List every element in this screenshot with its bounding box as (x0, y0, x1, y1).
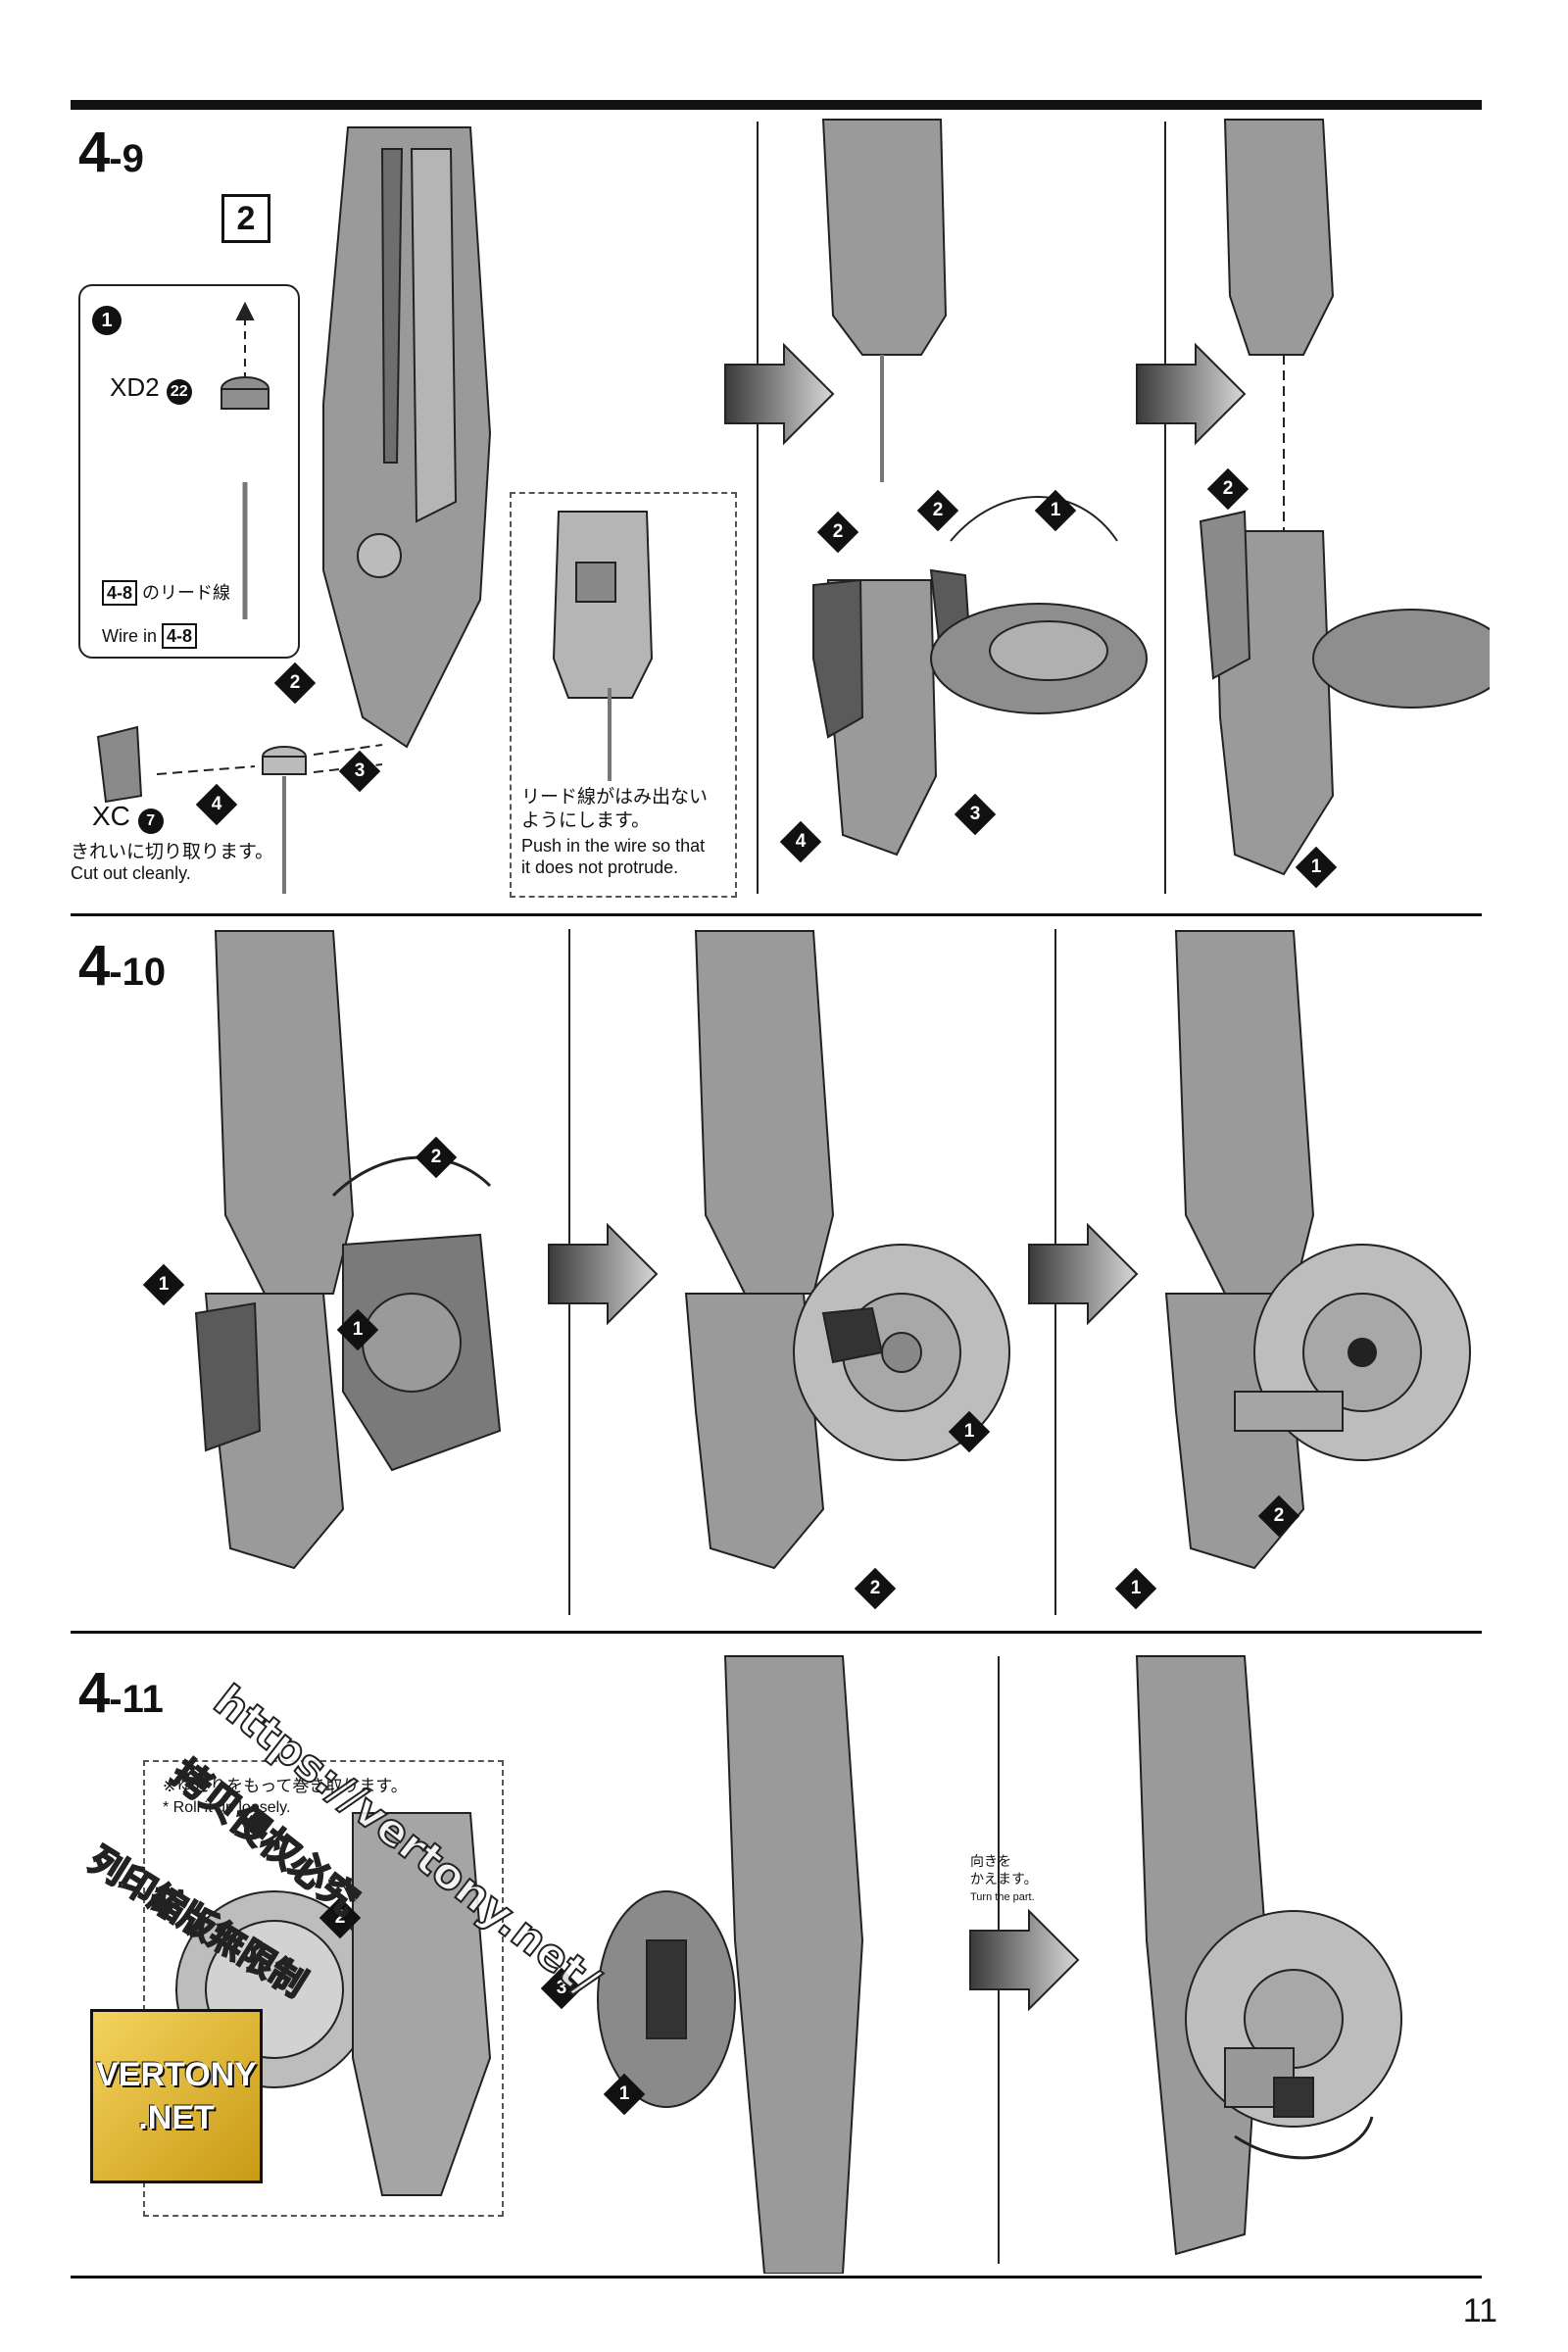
blade-part (597, 1655, 864, 2274)
assembly-illustration-4-9 (96, 119, 1490, 894)
xc-part (96, 725, 143, 804)
step-badge: 2 (273, 662, 317, 705)
turn-note-jp-2: かえます。 (970, 1872, 1038, 1887)
step-badge: 4 (779, 820, 822, 863)
roll-note-jp: ※ゆとりをもって巻き取ります。 (163, 1777, 408, 1796)
roll-note-en: * Roll it up loosely. (163, 1799, 291, 1816)
assembly-illustration-4-11 (175, 1655, 1402, 2274)
step-badge: 2 (1206, 467, 1250, 511)
step-badge: 1 (142, 1263, 185, 1306)
section-divider (71, 913, 1482, 916)
flow-arrow (1028, 1222, 1139, 1326)
flow-arrow (724, 342, 835, 446)
step-badge: 3 (540, 1967, 583, 2010)
blade-part (812, 119, 1148, 857)
step-badge: 1 (948, 1410, 991, 1453)
step-label-4-9: 4-9 (78, 121, 144, 184)
step-badge: 2 (916, 489, 959, 532)
step-badge: 1 (1034, 489, 1077, 532)
blade-part (322, 126, 492, 749)
flow-arrow (548, 1222, 659, 1326)
step-badge: 4 (195, 783, 238, 826)
wire-ref-en: Wire in 4-8 (102, 623, 198, 649)
cut-note-en: Cut out cleanly. (71, 863, 191, 883)
top-rule (71, 100, 1482, 110)
assembly-illustration-4-10 (194, 930, 1471, 1570)
wire-note-en-1: Push in the wire so that (521, 836, 706, 856)
step-badge: 3 (954, 793, 997, 836)
flow-arrow (1136, 342, 1247, 446)
step-badge: 1 (336, 1308, 379, 1351)
xd2-part (220, 301, 270, 619)
watermark-logo: VERTONY .NET (90, 2009, 263, 2183)
blade-part (1164, 930, 1471, 1570)
flow-arrow (969, 1908, 1080, 2012)
step-badge: 1 (1295, 846, 1338, 889)
wire-note-jp-1: リード線がはみ出ない (521, 786, 709, 808)
step-label-4-10: 4-10 (78, 934, 167, 998)
page-number: 11 (1462, 2292, 1497, 2329)
part-box-number: 2 (221, 194, 270, 243)
rotate-arrow (950, 496, 1118, 542)
step-badge: 3 (338, 750, 381, 793)
step-badge: 2 (816, 511, 859, 554)
bottom-rule (71, 2276, 1482, 2278)
step-badge: 2 (1257, 1494, 1300, 1538)
blade-part (1135, 1655, 1402, 2256)
small-part-assembly (156, 744, 383, 894)
step-label-4-11: 4-11 (78, 1661, 164, 1725)
callout-step-number: 1 (92, 306, 122, 335)
wire-note-en-2: it does not protrude. (521, 858, 679, 877)
turn-note-jp-1: 向きを (970, 1854, 1011, 1870)
wire-ref-jp: 4-8 のリード線 (102, 580, 230, 606)
rotate-arrow (1234, 2116, 1374, 2160)
blade-part (194, 930, 502, 1570)
wire-note-jp-2: ようにします。 (521, 809, 651, 831)
panel-divider (757, 122, 759, 894)
step-badge: 1 (603, 2073, 646, 2116)
step-badge: 2 (854, 1567, 897, 1610)
rotate-arrow (331, 1155, 492, 1198)
blade-part (684, 930, 1010, 1570)
xd2-part-label: XD2 22 (110, 374, 192, 405)
section-divider (71, 1631, 1482, 1634)
step-badge: 2 (318, 1896, 362, 1939)
inset-part (552, 511, 654, 781)
cut-note-jp: きれいに切り取ります。 (71, 841, 274, 862)
step-badge: 2 (415, 1136, 458, 1179)
xc-part-label: XC 7 (92, 803, 164, 834)
panel-divider (1164, 122, 1166, 894)
blade-part (1199, 119, 1490, 876)
wire-callout (78, 284, 300, 659)
step-badge: 1 (1114, 1567, 1157, 1610)
turn-note-en: Turn the part. (970, 1891, 1035, 1903)
